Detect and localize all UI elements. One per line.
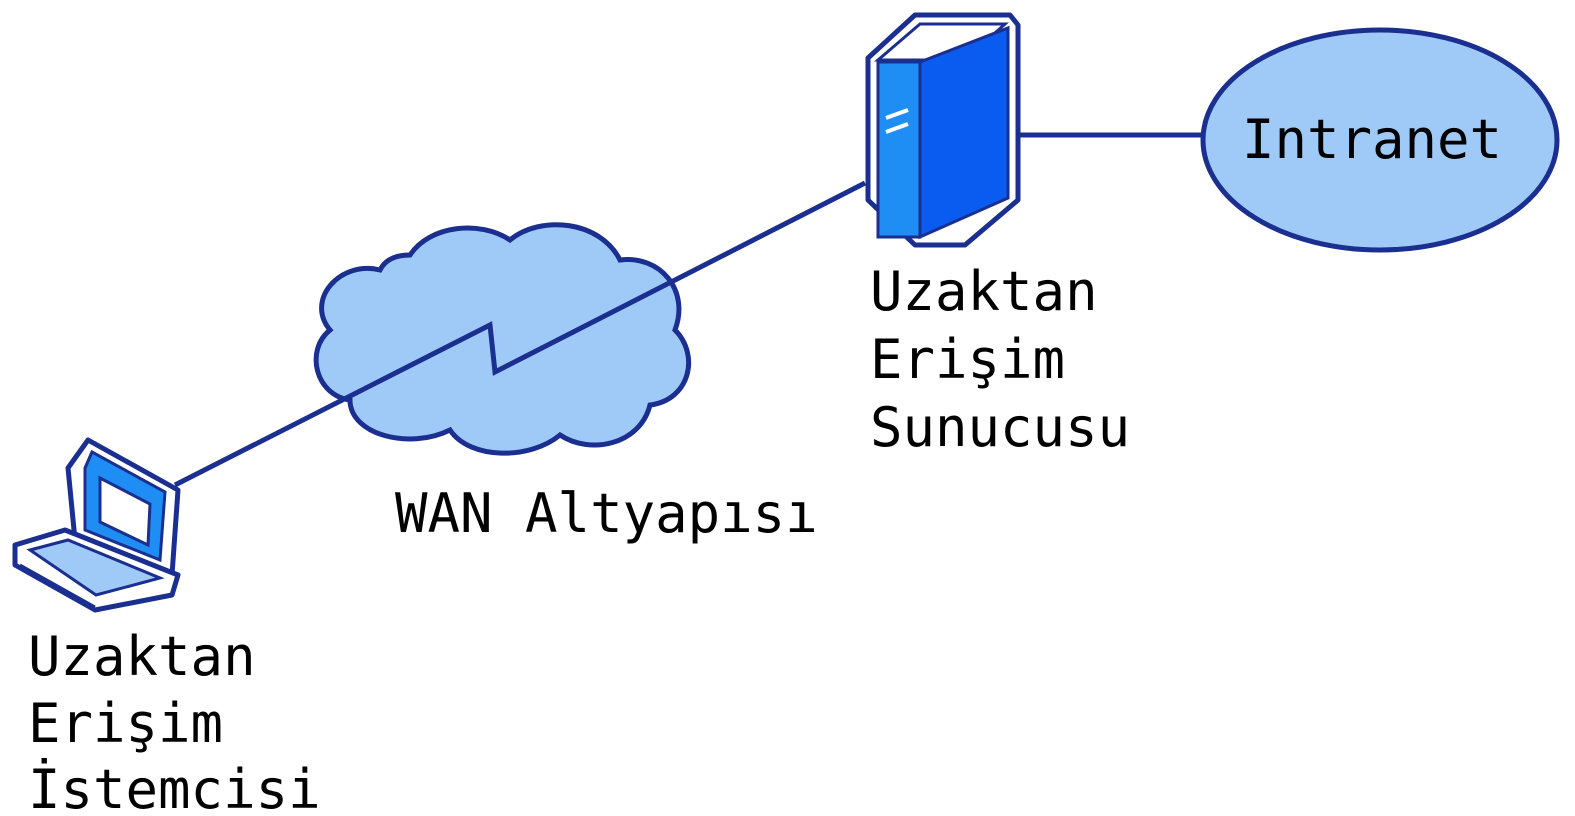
ellipse-shape [1200,27,1560,253]
server-icon [865,12,1021,248]
wan-label: WAN Altyapısı [395,482,818,545]
connection-client-server [173,180,867,488]
client-label-line-3: İstemcisi [28,758,321,816]
cloud-icon [313,222,692,456]
intranet-node: Intranet [1200,27,1560,253]
laptop-icon [12,437,181,613]
server-label-line-3: Sunucusu [870,396,1130,459]
server-label-line-1: Uzaktan [870,260,1098,323]
client-label-line-2: Erişim [28,692,223,755]
server-label-line-2: Erişim [870,328,1065,391]
client-label-line-1: Uzaktan [28,625,256,688]
intranet-label: Intranet [1242,108,1502,171]
